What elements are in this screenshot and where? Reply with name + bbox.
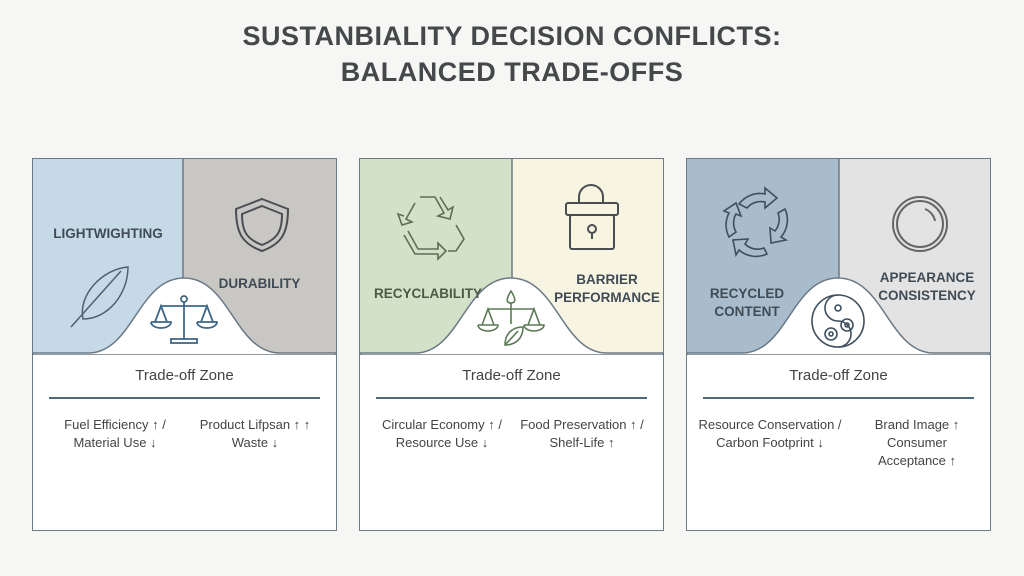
trade-off-zone-label: Trade-off Zone — [135, 367, 234, 384]
panel-lightweighting-durability: LIGHTWIGHTING DURABILITY Trade-off Zone … — [32, 158, 337, 531]
balance-scale-leaf-icon — [477, 289, 545, 346]
right-label: APPEARANCE CONSISTENCY — [878, 270, 976, 303]
recycle-icon — [396, 196, 465, 261]
yin-yang-gears-icon — [811, 294, 865, 348]
right-effect: Product Lifpsan ↑ ↑ Waste ↓ — [199, 417, 311, 450]
shield-icon — [234, 197, 290, 253]
cycle-arrows-icon — [722, 186, 789, 258]
trade-off-zone-label: Trade-off Zone — [789, 367, 888, 384]
left-label: RECYCLABILITY — [374, 286, 482, 301]
page-title: SUSTANBIALITY DECISION CONFLICTS: BALANC… — [0, 18, 1024, 90]
title-line-1: SUSTANBIALITY DECISION CONFLICTS: — [242, 21, 782, 51]
panel-top-graphic — [687, 159, 990, 355]
panel-recycled-appearance: RECYCLED CONTENT APPEARANCE CONSISTENCY … — [686, 158, 991, 531]
title-line-2: BALANCED TRADE-OFFS — [340, 57, 684, 87]
left-label: LIGHTWIGHTING — [53, 226, 163, 241]
left-effect: Fuel Efficiency ↑ / Material Use ↓ — [64, 417, 166, 450]
left-effect: Resource Conservation / Carbon Footprint… — [698, 417, 842, 450]
panel-recyclability-barrier: RECYCLABILITY BARRIER PERFORMANCE Trade-… — [359, 158, 664, 531]
panel-top-graphic — [33, 159, 336, 355]
right-effect: Food Preservation ↑ / Shelf-Life ↑ — [520, 417, 644, 450]
right-effect: Brand Image ↑ Consumer Acceptance ↑ — [874, 417, 960, 468]
panel-top-graphic — [360, 159, 663, 355]
trade-off-zone-label: Trade-off Zone — [462, 367, 561, 384]
feather-icon — [70, 266, 129, 328]
left-label: RECYCLED CONTENT — [709, 286, 785, 319]
right-label: DURABILITY — [218, 276, 301, 291]
left-effect: Circular Economy ↑ / Resource Use ↓ — [382, 417, 502, 450]
divider — [703, 397, 974, 399]
circle-icon — [892, 196, 948, 252]
divider — [376, 397, 647, 399]
right-label: BARRIER PERFORMANCE — [554, 272, 660, 305]
balance-scale-icon — [150, 295, 218, 344]
lock-container-icon — [565, 184, 619, 250]
divider — [49, 397, 320, 399]
